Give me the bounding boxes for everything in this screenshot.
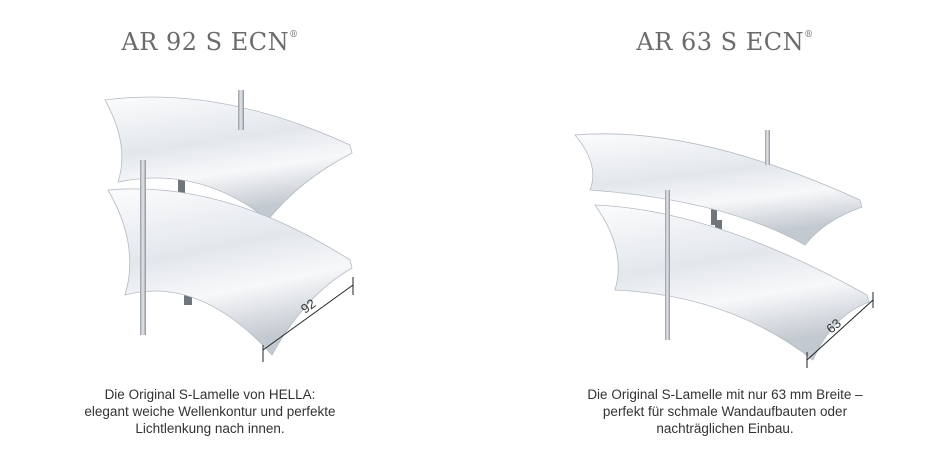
description-line: nachträglichen Einbau. bbox=[656, 421, 794, 436]
description-line: elegant weiche Wellenkontur und perfekte bbox=[84, 404, 336, 419]
louver-illustration-ar63: 63 bbox=[574, 130, 874, 368]
product-title: AR 63 S ECN® bbox=[515, 28, 935, 56]
product-description: Die Original S-Lamelle von HELLA: elegan… bbox=[0, 386, 420, 437]
product-title: AR 92 S ECN® bbox=[0, 28, 420, 56]
dimension-line bbox=[806, 299, 874, 361]
product-ar92: AR 92 S ECN® 92 Die Original S-Lamelle v… bbox=[0, 0, 420, 462]
product-name: AR 92 S ECN bbox=[121, 28, 290, 56]
slat-top bbox=[104, 96, 353, 221]
ladder-rod bbox=[665, 190, 670, 340]
rod-top bbox=[765, 130, 770, 165]
product-name: AR 63 S ECN bbox=[636, 28, 805, 56]
description-line: Lichtlenkung nach innen. bbox=[135, 421, 285, 436]
product-description: Die Original S-Lamelle mit nur 63 mm Bre… bbox=[515, 386, 935, 437]
product-ar63: AR 63 S ECN® 63 Die Original S-Lamelle m… bbox=[515, 0, 935, 462]
slat-bottom bbox=[107, 188, 353, 356]
description-line: perfekt für schmale Wandaufbauten oder bbox=[602, 404, 848, 419]
louver-illustration-ar92: 92 bbox=[104, 90, 354, 362]
dimension-label: 92 bbox=[298, 296, 319, 317]
ladder-rod bbox=[140, 160, 146, 335]
rod-top bbox=[238, 90, 244, 130]
trademark: ® bbox=[289, 30, 299, 40]
description-line: Die Original S-Lamelle von HELLA: bbox=[104, 387, 316, 402]
dimension-line bbox=[262, 284, 354, 351]
description-line: Die Original S-Lamelle mit nur 63 mm Bre… bbox=[587, 387, 863, 402]
trademark: ® bbox=[804, 30, 814, 40]
slat-bottom bbox=[594, 204, 870, 361]
slat-top bbox=[574, 133, 863, 246]
